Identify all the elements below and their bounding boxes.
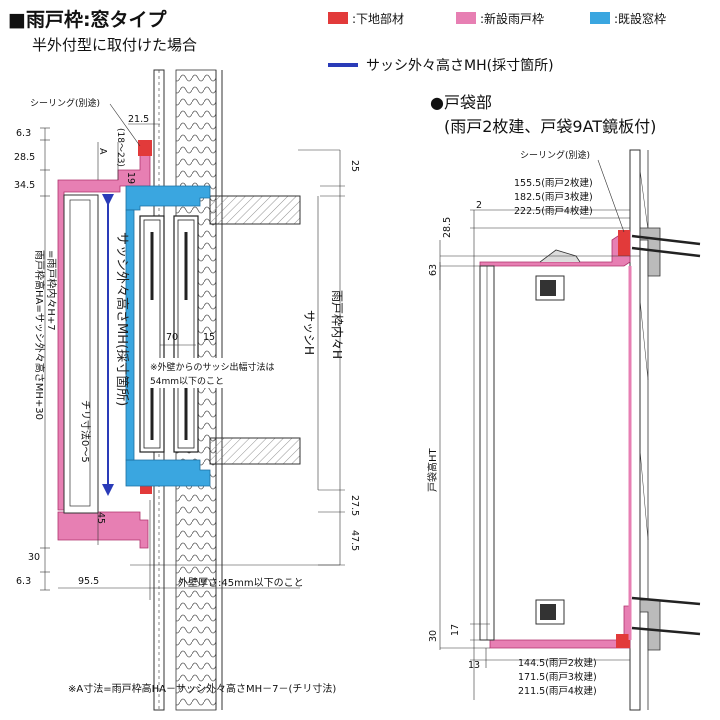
dim-6-3-top: 6.3 bbox=[16, 128, 31, 139]
bottom-dim-3-leaf: 171.5(雨戸3枚建) bbox=[518, 671, 597, 683]
right-dim-63: 63 bbox=[428, 264, 439, 276]
dim-21-5: 21.5 bbox=[128, 114, 149, 125]
dim-25: 25 bbox=[349, 160, 360, 172]
dim-27-5: 27.5 bbox=[349, 495, 360, 516]
screw-top-2 bbox=[631, 246, 701, 258]
pocket-base-top bbox=[618, 230, 630, 256]
page-subtitle: 半外付型に取付けた場合 bbox=[32, 36, 197, 54]
interior-head-frame bbox=[209, 195, 301, 225]
legend-label-base: :下地部材 bbox=[352, 11, 404, 26]
right-label-ht: 戸袋高HT bbox=[426, 447, 439, 492]
label-sash-mh: サッシ外々高さMH(採寸箇所) bbox=[114, 232, 130, 406]
dim-A: A bbox=[97, 148, 108, 155]
legend-label-new: :新設雨戸枠 bbox=[480, 11, 544, 26]
legend-label-mh: サッシ外々高さMH(採寸箇所) bbox=[366, 57, 554, 74]
right-heading: ●戸袋部 bbox=[430, 93, 492, 112]
dim-6-3-bottom: 6.3 bbox=[16, 576, 31, 587]
interior-sill-frame bbox=[209, 437, 301, 465]
left-sealing-label: シーリング(別途) bbox=[30, 97, 100, 109]
right-dim-30: 30 bbox=[428, 630, 439, 642]
pocket-base-bottom bbox=[616, 634, 630, 648]
legend: :下地部材 :新設雨戸枠 :既設窓枠 サッシ外々高さMH(採寸箇所) bbox=[328, 11, 666, 74]
bottom-dim-4-leaf: 211.5(雨戸4枚建) bbox=[518, 685, 597, 697]
screw-bottom-2 bbox=[631, 626, 701, 636]
dim-28-5: 28.5 bbox=[14, 152, 35, 163]
left-section-diagram: サッシ外々高さMH(採寸箇所) bbox=[14, 69, 360, 711]
dim-18-23: (18～23) bbox=[115, 128, 125, 167]
legend-label-existing: :既設窓枠 bbox=[614, 11, 666, 26]
shutter-panel bbox=[63, 194, 99, 514]
bottom-dim-2-leaf: 144.5(雨戸2枚建) bbox=[518, 657, 597, 669]
right-dim-2: 2 bbox=[476, 200, 482, 211]
screw-bottom-1 bbox=[631, 596, 701, 606]
dim-19: 19 bbox=[125, 172, 136, 184]
dim-95-5: 95.5 bbox=[78, 576, 99, 587]
label-frame-ha-2: =雨戸枠内々H+7 bbox=[45, 250, 58, 331]
legend-swatch-existing bbox=[590, 12, 610, 24]
dim-70: 70 bbox=[166, 332, 178, 343]
right-dim-28-5: 28.5 bbox=[442, 217, 453, 238]
existing-window-frame-top bbox=[125, 185, 211, 211]
base-member-top bbox=[138, 140, 152, 156]
new-shutter-frame-bottom bbox=[57, 511, 149, 549]
right-sealing-label: シーリング(別途) bbox=[520, 149, 590, 161]
legend-swatch-base bbox=[328, 12, 348, 24]
top-dim-2-leaf: 155.5(雨戸2枚建) bbox=[514, 177, 593, 189]
label-frame-ha: 雨戸枠高HA=サッシ外々高さMH+30 bbox=[33, 250, 46, 420]
dim-34-5: 34.5 bbox=[14, 180, 35, 191]
note-protrude-1: ※外壁からのサッシ出幅寸法は bbox=[150, 361, 275, 373]
top-dim-4-leaf: 222.5(雨戸4枚建) bbox=[514, 205, 593, 217]
label-chiri: チリ寸法0～5 bbox=[79, 400, 92, 463]
legend-swatch-new bbox=[456, 12, 476, 24]
right-dim-13: 13 bbox=[468, 660, 480, 671]
right-dim-17: 17 bbox=[450, 624, 461, 636]
note-protrude-2: 54mm以下のこと bbox=[150, 376, 224, 387]
label-sash-h: サッシH bbox=[302, 310, 316, 355]
screw-top-1 bbox=[631, 234, 701, 246]
existing-window-frame-bottom bbox=[125, 459, 211, 487]
dim-15: 15 bbox=[203, 332, 215, 343]
note-wall-thickness: 外壁厚さ:45mm以下のこと bbox=[178, 576, 304, 589]
top-dim-3-leaf: 182.5(雨戸3枚建) bbox=[514, 191, 593, 203]
footnote: ※A寸法=雨戸枠高HA－サッシ外々高さMH－7－(チリ寸法) bbox=[68, 682, 336, 695]
right-section-diagram: ●戸袋部 (雨戸2枚建、戸袋9AT鏡板付) bbox=[426, 93, 701, 711]
dim-30: 30 bbox=[28, 552, 40, 563]
sash-units bbox=[139, 215, 199, 453]
right-heading-sub: (雨戸2枚建、戸袋9AT鏡板付) bbox=[444, 117, 656, 136]
dim-45: 45 bbox=[95, 512, 106, 524]
page-title: ■雨戸枠:窓タイプ bbox=[8, 8, 168, 31]
label-frame-inner-h: 雨戸枠内々H bbox=[330, 290, 344, 359]
dim-47-5: 47.5 bbox=[349, 530, 360, 551]
